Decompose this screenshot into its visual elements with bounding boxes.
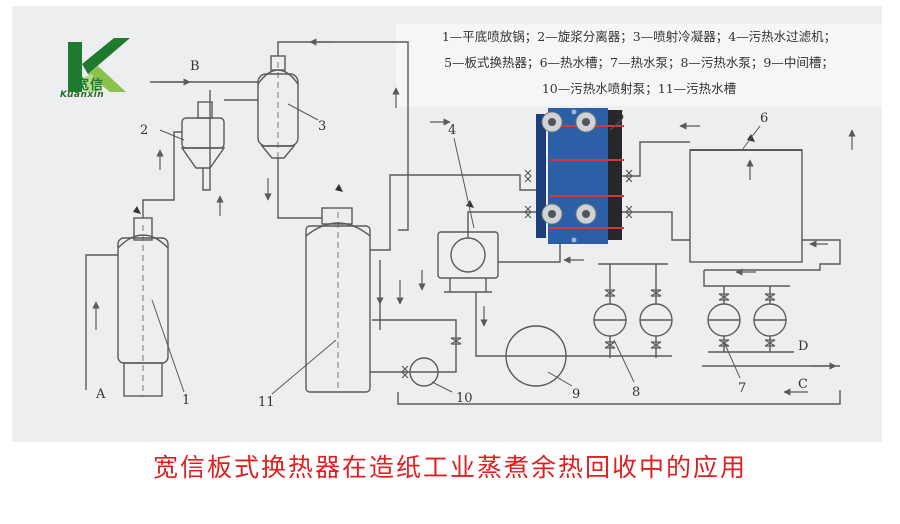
dirty-water-filter-4 — [437, 231, 499, 293]
legend-line-2: 5—板式换热器；6—热水槽；7—热水泵；8—污热水泵；9—中间槽； — [444, 55, 834, 70]
label-4: 4 — [448, 123, 456, 138]
label-B: B — [190, 59, 200, 74]
dirty-water-tank-11 — [305, 207, 371, 393]
kuanxin-logo-icon — [68, 38, 130, 92]
plate-heat-exchanger-5 — [536, 108, 624, 244]
legend-line-3: 10—污热水喷射泵；11—污热水槽 — [541, 81, 737, 96]
caption-title: 宽信板式换热器在造纸工业蒸煮余热回收中的应用 — [152, 453, 747, 482]
diagram-labels: 1 2 3 4 5 6 7 8 9 10 11 A B C D — [95, 59, 808, 410]
label-5: 5 — [616, 109, 624, 124]
label-7: 7 — [738, 381, 746, 396]
brand-name-en: Kuanxin — [60, 90, 105, 100]
legend-line-1: 1—平底喷放锅；2—旋浆分离器；3—喷射冷凝器；4—污热水过滤机； — [441, 29, 837, 44]
label-8: 8 — [632, 385, 640, 400]
label-10: 10 — [456, 391, 473, 406]
label-2: 2 — [140, 123, 148, 138]
label-6: 6 — [760, 111, 768, 126]
label-9: 9 — [572, 387, 580, 402]
label-3: 3 — [318, 119, 326, 134]
hot-water-tank-6 — [689, 149, 803, 263]
brand-name-cn: 宽信 — [76, 78, 105, 93]
vent-flags — [133, 134, 755, 214]
valves — [401, 169, 776, 379]
dirty-water-pumps-8 — [593, 264, 673, 358]
blow-tank-1 — [117, 217, 169, 397]
flow-arrows — [92, 38, 856, 396]
label-A: A — [95, 387, 106, 402]
label-D: D — [798, 339, 808, 354]
leader-lines — [151, 103, 761, 395]
hot-water-pumps-7 — [707, 286, 787, 352]
label-11: 11 — [258, 395, 275, 410]
cyclone-separator-2 — [180, 101, 226, 178]
jet-condenser-3 — [257, 55, 299, 159]
label-1: 1 — [182, 393, 190, 408]
label-C: C — [798, 377, 808, 392]
jet-pump-10 — [409, 357, 439, 387]
legend-box: 1—平底喷放锅；2—旋浆分离器；3—喷射冷凝器；4—污热水过滤机； 5—板式换热… — [396, 24, 882, 106]
piping — [85, 41, 841, 405]
